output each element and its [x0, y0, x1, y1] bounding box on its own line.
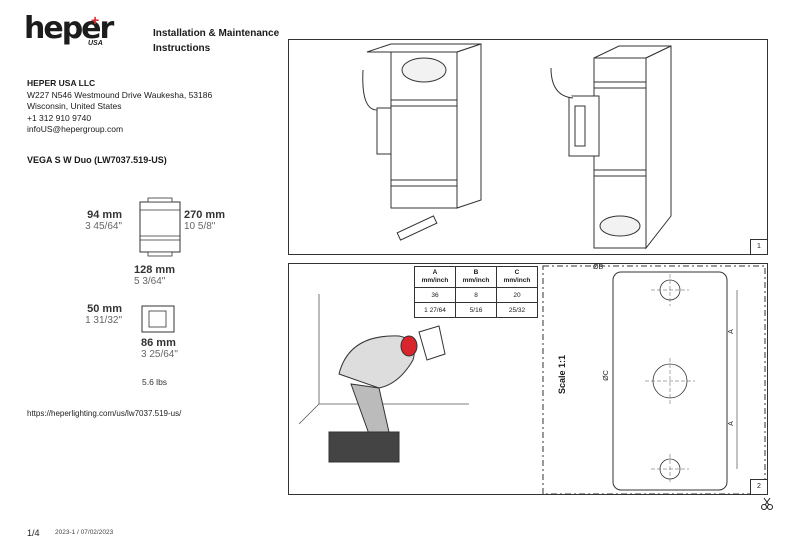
- product-url[interactable]: https://heperlighting.com/us/lw7037.519-…: [27, 409, 182, 418]
- spec-cell: 25/32: [496, 302, 538, 318]
- spec-cell: 20: [496, 287, 538, 303]
- page-number: 1/4: [27, 528, 40, 538]
- spec-cell: 36: [414, 287, 456, 303]
- company-email: infoUS@hepergroup.com: [27, 124, 124, 134]
- label-a-top: A: [727, 329, 735, 334]
- brand-name: heper: [24, 11, 114, 46]
- label-b: ØB: [593, 264, 604, 271]
- label-c: ØC: [602, 370, 610, 381]
- company-name: HEPER USA LLC: [27, 78, 96, 88]
- dim-length-mm: 270 mm: [184, 209, 225, 221]
- label-a-bottom: A: [727, 421, 735, 426]
- brand-sub: USA: [88, 40, 103, 47]
- dim-length-in: 10 5/8": [184, 221, 216, 232]
- dim-depth2-in: 3 25/64": [141, 349, 178, 360]
- fixture-illustration: [362, 43, 672, 250]
- brand-logo: heper + USA: [24, 11, 114, 54]
- dim-depth2-mm: 86 mm: [141, 337, 176, 349]
- scissors-icon: [761, 497, 773, 510]
- dim-depth-in: 1 31/32": [85, 315, 122, 326]
- product-weight: 5.6 lbs: [142, 377, 168, 387]
- dim-height-mm: 94 mm: [87, 209, 122, 221]
- dim-depth-mm: 50 mm: [87, 303, 122, 315]
- company-info: HEPER USA LLC W227 N546 Westmound Drive …: [27, 78, 212, 136]
- drill-illustration: [298, 294, 469, 463]
- plus-icon: +: [91, 12, 100, 28]
- spec-cell: 8: [455, 287, 497, 303]
- panel-1: 1: [288, 39, 768, 255]
- company-phone: +1 312 910 9740: [27, 112, 92, 123]
- product-name: VEGA S W Duo (LW7037.519-US): [27, 155, 167, 165]
- company-address1: W227 N546 Westmound Drive Waukesha, 5318…: [27, 89, 213, 100]
- spec-cell: 1 27/64: [414, 302, 456, 318]
- spec-cell: 5/16: [455, 302, 497, 318]
- mounting-template: [542, 265, 766, 494]
- company-address2: Wisconsin, United States: [27, 101, 122, 111]
- doc-title: Installation & Maintenance Instructions: [153, 28, 280, 54]
- dim-height-in: 3 45/64": [85, 221, 122, 232]
- dim-width-mm: 128 mm: [134, 264, 175, 276]
- scale-label: Scale 1:1: [557, 354, 567, 394]
- panel-2-number: 2: [750, 479, 767, 494]
- front-view-drawing: [139, 197, 181, 257]
- top-view-drawing: [141, 305, 175, 333]
- panel-1-number: 1: [750, 239, 767, 254]
- revision-date: 2023-1 / 07/02/2023: [55, 529, 114, 536]
- dim-width-in: 5 3/64": [134, 276, 166, 287]
